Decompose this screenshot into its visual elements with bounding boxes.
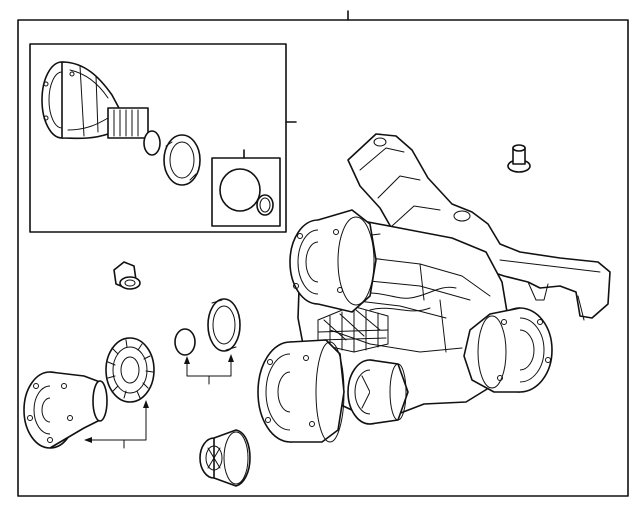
cv-joint-inner[interactable]: [41, 61, 161, 156]
seal-small[interactable]: [174, 328, 196, 356]
cv-joint-kit-inset: [29, 43, 297, 233]
o-ring-kit[interactable]: [211, 149, 281, 227]
flange-left-housing[interactable]: [257, 339, 409, 443]
differential-assembly[interactable]: [289, 133, 611, 415]
bearing-ring[interactable]: [105, 337, 155, 403]
housing-bolt-left[interactable]: [113, 261, 141, 290]
outer-frame: [17, 10, 629, 497]
housing-bolt-top[interactable]: [507, 144, 531, 173]
seal-large[interactable]: [207, 298, 241, 352]
output-flange[interactable]: [23, 371, 108, 449]
cv-boot-ring[interactable]: [163, 134, 201, 186]
mount-bushing[interactable]: [199, 429, 251, 487]
flange-bearing-callout: [84, 400, 149, 449]
seal-callout: [184, 354, 234, 385]
